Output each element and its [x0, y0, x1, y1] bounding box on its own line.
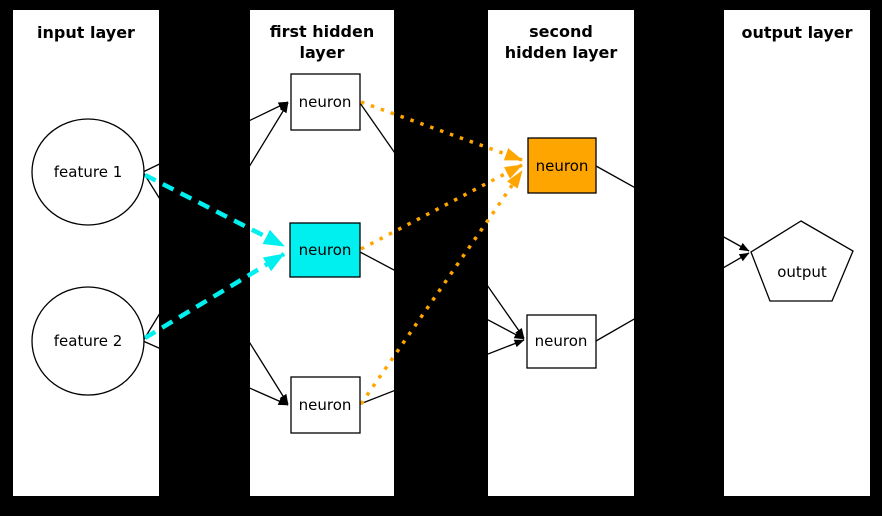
node-feature1-label: feature 1 — [54, 163, 122, 181]
edge-feature1-to-hidden1-top — [142, 101, 289, 173]
node-hidden1-top-label: neuron — [299, 93, 352, 111]
edge-feature2-to-hidden1-mid-cyan — [143, 252, 286, 340]
panel-title-output-layer: output layer — [741, 23, 852, 42]
edge-feature2-to-hidden1-top — [142, 102, 289, 342]
node-hidden2-top-orange — [527, 137, 597, 194]
node-hidden2-top-label: neuron — [536, 157, 589, 175]
edge-feature1-to-hidden1-bottom — [142, 171, 289, 405]
edge-feature1-to-hidden1-mid-cyan — [143, 172, 286, 249]
panel-second-hidden-layer — [488, 10, 634, 496]
node-feature1 — [31, 118, 145, 226]
node-hidden2-bottom — [526, 314, 597, 369]
edge-hidden1-top-to-hidden2-top-orange — [360, 100, 523, 162]
node-hidden2-bottom-label: neuron — [535, 332, 588, 350]
node-output-label: output — [777, 263, 827, 281]
panel-title-first-hidden-line1: first hidden — [270, 22, 375, 41]
panel-input-layer — [13, 10, 159, 496]
node-hidden1-mid-cyan — [289, 222, 361, 278]
edge-hidden1-mid-to-hidden2-bottom — [359, 251, 525, 340]
edge-hidden2-bottom-to-output — [595, 252, 750, 342]
panel-title-second-hidden-line1: second — [529, 22, 593, 41]
node-hidden1-bottom-label: neuron — [299, 396, 352, 414]
node-hidden1-bottom — [290, 376, 361, 434]
edge-hidden1-top-to-hidden2-bottom — [359, 102, 525, 339]
panel-title-second-hidden-line2: hidden layer — [505, 43, 618, 62]
node-feature2-label: feature 2 — [54, 332, 122, 350]
panel-title-first-hidden-line2: layer — [300, 43, 345, 62]
node-hidden1-mid-label: neuron — [299, 241, 352, 259]
edge-feature2-to-hidden1-bottom — [142, 340, 289, 406]
edge-hidden2-top-to-output — [595, 165, 750, 252]
node-output-pentagon — [750, 220, 854, 302]
panel-title-input-layer: input layer — [37, 23, 135, 42]
edge-hidden1-bottom-to-hidden2-bottom — [359, 339, 525, 405]
node-feature2 — [31, 286, 145, 396]
node-hidden1-top — [290, 73, 361, 131]
